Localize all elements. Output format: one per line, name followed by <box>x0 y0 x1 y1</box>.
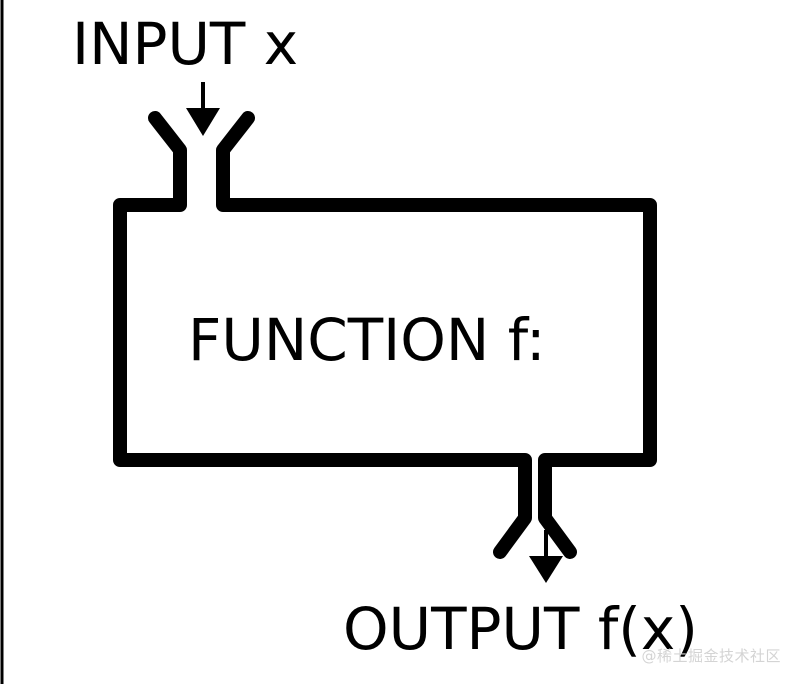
watermark: @稀土掘金技术社区 <box>641 647 781 665</box>
function-box-outline <box>113 111 657 559</box>
input-label: INPUT x <box>72 10 298 78</box>
input-arrow <box>186 82 220 136</box>
output-arrow <box>529 530 563 583</box>
output-label: OUTPUT f(x) <box>343 595 698 663</box>
function-label: FUNCTION f: <box>188 306 546 374</box>
